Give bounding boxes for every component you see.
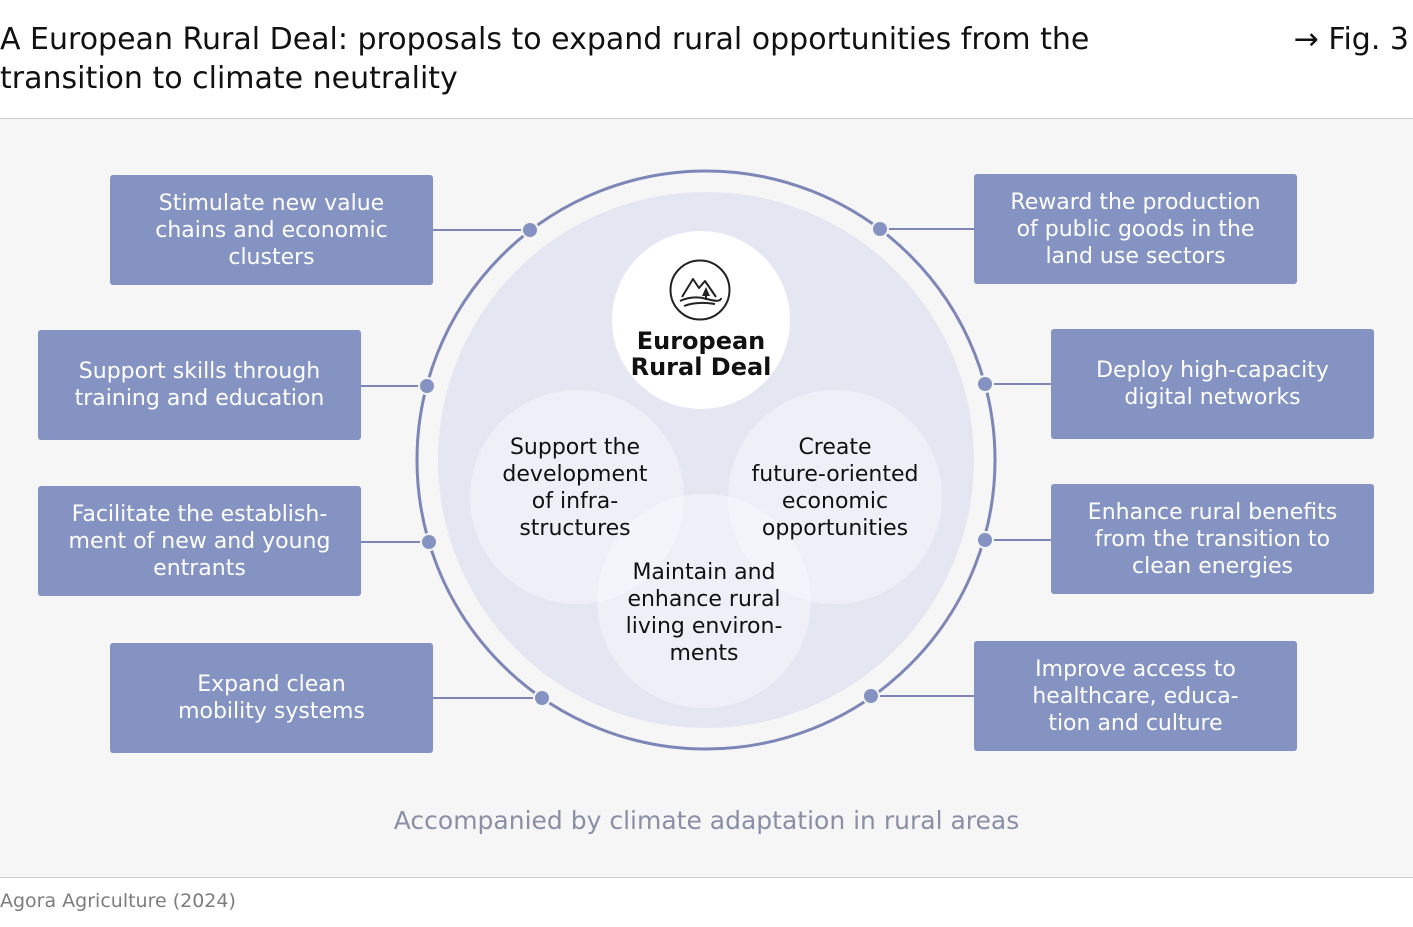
measure-box-new-entrants: Facilitate the establish- ment of new an… [38,486,361,596]
measure-box-clean-mobility: Expand clean mobility systems [110,643,433,753]
center-label: European Rural Deal [630,327,772,381]
connector-dot [976,531,994,549]
measure-box-skills: Support skills through training and educ… [38,330,361,440]
circle-label-living: Maintain and enhance rural living enviro… [625,560,783,666]
mountain-tree-icon [669,259,731,321]
measure-box-clean-energies: Enhance rural benefits from the transiti… [1051,484,1374,594]
connector-dot [862,687,880,705]
figure-reference: → Fig. 3 [1293,22,1409,57]
circle-infrastructure [470,390,684,604]
connector-dot [976,375,994,393]
inner-disk [438,192,974,728]
connector-dot [418,377,436,395]
measure-box-public-goods: Reward the production of public goods in… [974,174,1297,284]
connector-dot [521,221,539,239]
climate-adaptation-note: Accompanied by climate adaptation in rur… [393,806,1020,835]
connector-dot [420,533,438,551]
circle-label-infrastructure: Support the development of infra- struct… [502,435,648,541]
measure-box-healthcare: Improve access to healthcare, educa- tio… [974,641,1297,751]
connector-dot [533,689,551,707]
circle-label-economic: Create future-oriented economic opportun… [751,435,919,541]
figure-title: A European Rural Deal: proposals to expa… [0,22,1090,96]
measure-box-value-chains: Stimulate new value chains and economic … [110,175,433,285]
circle-living [597,494,811,708]
connector-dot [871,220,889,238]
measure-box-digital-networks: Deploy high-capacity digital networks [1051,329,1374,439]
circle-economic [728,390,942,604]
source-credit: Agora Agriculture (2024) [0,890,236,912]
